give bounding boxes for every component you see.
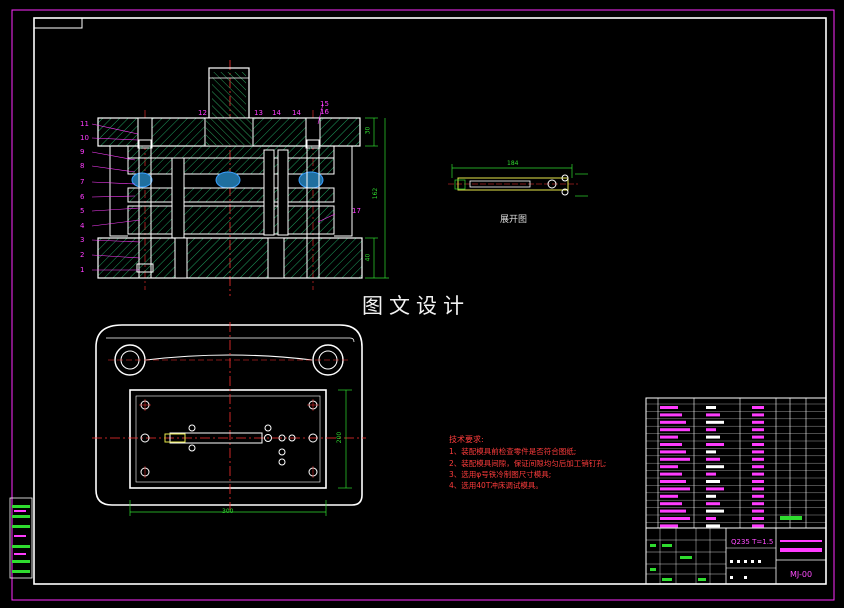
mold-plan-view — [92, 322, 366, 516]
parts-row-material-mark — [752, 413, 764, 417]
parts-row-qty-mark — [706, 435, 720, 439]
tech-requirement-1: 1、装配模具前检查零件是否符合图纸; — [449, 447, 577, 456]
part-callout-17: 17 — [352, 207, 361, 215]
parts-row-material-mark — [752, 494, 764, 498]
part-callout-1: 1 — [80, 266, 85, 274]
parts-row-name-mark — [660, 420, 686, 424]
part-callout-top-1: 13 — [254, 109, 263, 117]
parts-row-name-mark — [660, 443, 682, 446]
parts-row-qty-mark — [706, 406, 716, 409]
parts-row-name-mark — [660, 428, 690, 432]
unfolded-blank-view — [448, 164, 588, 197]
dimension-top-plate: 30 — [364, 126, 372, 135]
dimension-unfold-length: 184 — [507, 160, 519, 167]
parts-row-name-mark — [660, 487, 690, 491]
parts-row-material-mark — [752, 524, 764, 528]
part-callout-4: 4 — [80, 222, 85, 230]
parts-row-qty-mark — [706, 509, 724, 513]
parts-row-material-mark — [752, 487, 764, 491]
binding-strip — [9, 497, 33, 579]
parts-row-material-mark — [752, 480, 764, 483]
parts-row-material-mark — [752, 465, 764, 469]
parts-row-material-mark — [752, 502, 764, 506]
dimension-plan-height: 200 — [336, 431, 344, 444]
dimension-bottom-plate: 40 — [364, 253, 372, 262]
parts-row-name-mark — [660, 406, 678, 409]
part-callout-11: 11 — [80, 120, 89, 128]
parts-row-material-mark — [752, 517, 764, 520]
tech-requirement-4: 4、选用40T冲床调试模具。 — [449, 481, 543, 490]
part-callout-top-2: 14 — [272, 109, 281, 117]
parts-row-material-mark — [752, 472, 764, 476]
parts-row-qty-mark — [706, 465, 724, 469]
parts-row-material-mark — [752, 443, 764, 446]
parts-row-name-mark — [660, 502, 682, 506]
parts-row-qty-mark — [706, 450, 716, 454]
part-callout-6: 6 — [80, 193, 85, 201]
parts-row-name-mark — [660, 517, 690, 520]
part-callout-10: 10 — [80, 134, 89, 142]
part-callout-top-5: 16 — [320, 108, 329, 116]
parts-row-qty-mark — [706, 457, 720, 461]
parts-row-name-mark — [660, 457, 690, 461]
parts-row-qty-mark — [706, 502, 720, 506]
parts-row-qty-mark — [706, 494, 716, 498]
unfolded-view-label: 展开图 — [500, 215, 528, 225]
drawing-watermark-title: 图文设计 — [362, 294, 470, 318]
parts-row-name-mark — [660, 465, 678, 469]
parts-row-qty-mark — [706, 420, 724, 424]
mold-section-view — [91, 60, 389, 296]
parts-row-name-mark — [660, 413, 682, 417]
drawing-number: MJ-00 — [790, 570, 813, 579]
parts-row-material-mark — [752, 450, 764, 454]
dimension-plan-width: 300 — [222, 508, 234, 515]
parts-row-name-mark — [660, 480, 686, 483]
parts-row-qty-mark — [706, 428, 716, 432]
part-callout-top-4: 15 — [320, 100, 329, 108]
parts-row-status-mark — [780, 516, 802, 520]
parts-row-name-mark — [660, 472, 682, 476]
tech-requirement-2: 2、装配模具间隙，保证间隙均匀后加工销钉孔; — [449, 459, 607, 468]
tech-requirements-title: 技术要求: — [449, 435, 484, 444]
parts-rows — [646, 403, 826, 528]
tech-requirement-3: 3、选用φ号铁冷制图尺寸模具; — [449, 470, 552, 479]
material-spec: Q235 T=1.5 — [731, 538, 774, 546]
parts-row-material-mark — [752, 420, 764, 424]
title-block — [645, 527, 827, 585]
part-callout-top-3: 14 — [292, 109, 301, 117]
parts-row-qty-mark — [706, 413, 720, 417]
parts-row-qty-mark — [706, 524, 720, 528]
part-callout-7: 7 — [80, 178, 85, 186]
parts-row-qty-mark — [706, 517, 716, 520]
parts-row-qty-mark — [706, 487, 724, 491]
parts-row-name-mark — [660, 494, 678, 498]
parts-row-qty-mark — [706, 472, 716, 476]
parts-row-material-mark — [752, 406, 764, 409]
parts-row-material-mark — [752, 457, 764, 461]
part-callout-2: 2 — [80, 251, 85, 259]
drawing-frame — [11, 9, 835, 601]
dimension-total-height: 162 — [372, 187, 380, 200]
parts-row-qty-mark — [706, 480, 720, 483]
parts-row-material-mark — [752, 435, 764, 439]
parts-row-material-mark — [752, 428, 764, 432]
part-callout-3: 3 — [80, 236, 85, 244]
parts-list — [645, 397, 827, 529]
part-callout-top-0: 12 — [198, 109, 207, 117]
parts-row-material-mark — [752, 509, 764, 513]
part-callout-5: 5 — [80, 207, 85, 215]
part-callout-8: 8 — [80, 162, 85, 170]
parts-row-name-mark — [660, 435, 678, 439]
parts-row-name-mark — [660, 450, 686, 454]
part-callout-9: 9 — [80, 148, 85, 156]
parts-row-qty-mark — [706, 443, 724, 446]
parts-row-name-mark — [660, 509, 686, 513]
parts-row-name-mark — [660, 524, 678, 528]
